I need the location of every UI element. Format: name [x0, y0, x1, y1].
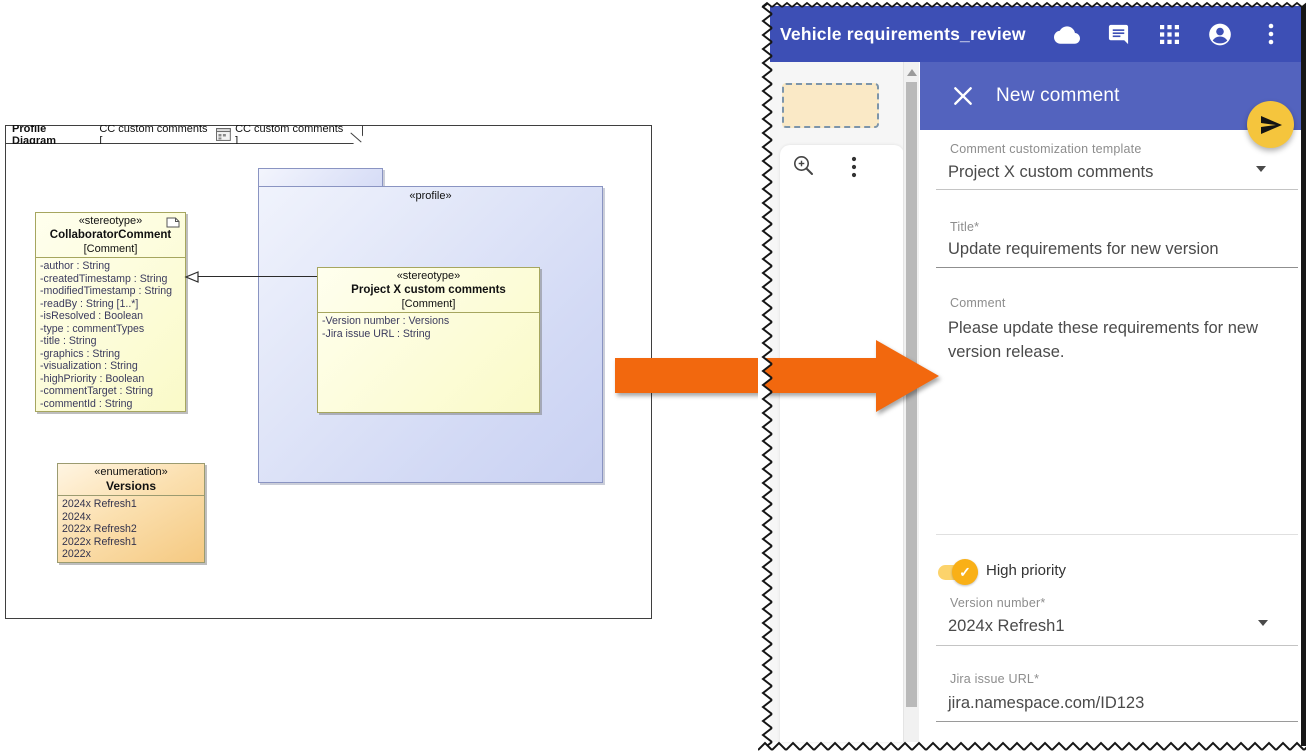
high-priority-label: High priority [986, 562, 1067, 579]
title-field-underline [936, 267, 1298, 268]
zoom-in-icon[interactable] [792, 154, 816, 178]
versions-literals: 2024x Refresh1 2024x 2022x Refresh2 2022… [58, 495, 204, 563]
attribute-row: -readBy : String [1..*] [40, 297, 139, 310]
profile-package: «profile» [258, 186, 603, 483]
metaclass-label: [Comment] [401, 298, 456, 310]
section-divider [936, 534, 1298, 535]
diagram-ref-label: CC custom comments ] [235, 122, 344, 147]
versions-header: «enumeration» Versions [58, 464, 204, 495]
literal-row: 2022x Refresh2 [62, 523, 137, 535]
project-x-class[interactable]: «stereotype» Project X custom comments [… [317, 267, 540, 413]
template-dropdown-caret-icon[interactable] [1256, 166, 1266, 172]
torn-edge-right [1301, 3, 1306, 746]
comment-field-label: Comment [950, 296, 1006, 310]
jira-field-underline [936, 721, 1298, 722]
app-bar-actions [1054, 6, 1284, 62]
stereotype-label: «stereotype» [396, 270, 461, 282]
diagram-icon [216, 128, 231, 141]
comment-field-value[interactable]: Please update these requirements for new… [948, 319, 1259, 361]
attribute-row: -title : String [40, 335, 97, 347]
diagram-context-label: CC custom comments [ [99, 122, 208, 147]
version-field-label: Version number* [950, 596, 1046, 610]
new-comment-panel [920, 130, 1306, 742]
note-icon [166, 217, 180, 228]
attribute-row: -modifiedTimestamp : String [40, 285, 173, 297]
app-bar: Vehicle requirements_review [770, 6, 1306, 62]
attribute-row: -Jira issue URL : String [322, 327, 431, 340]
enum-name: Versions [105, 479, 157, 493]
toggle-check-icon: ✓ [952, 559, 978, 585]
pointer-arrow [615, 340, 939, 412]
metaclass-label: [Comment] [83, 243, 138, 255]
project-title: Vehicle requirements_review [780, 23, 1026, 44]
collaborator-comment-header: «stereotype» CollaboratorComment [Commen… [36, 213, 185, 257]
account-icon[interactable] [1207, 21, 1233, 47]
project-x-header: «stereotype» Project X custom comments [… [318, 268, 539, 312]
attribute-row: -visualization : String [40, 360, 138, 372]
panel-title: New comment [996, 85, 1120, 106]
selected-element-placeholder[interactable] [782, 83, 879, 128]
class-name: CollaboratorComment [49, 229, 172, 241]
attribute-row: -type : commentTypes [40, 322, 145, 335]
class-name: Project X custom comments [351, 284, 506, 296]
attribute-row: -commentId : String [40, 397, 133, 410]
title-field-label: Title* [950, 220, 980, 234]
stereotype-label: «stereotype» [78, 215, 143, 227]
send-icon [1260, 115, 1282, 134]
versions-enumeration[interactable]: «enumeration» Versions 2024x Refresh1 20… [57, 463, 205, 563]
generalization-line [197, 276, 317, 278]
literal-row: 2022x Refresh1 [62, 535, 137, 548]
collaborator-comment-class[interactable]: «stereotype» CollaboratorComment [Commen… [35, 212, 186, 412]
stereotype-label: «enumeration» [94, 466, 168, 478]
diagram-title-tab: Profile Diagram CC custom comments [ CC … [5, 125, 363, 144]
jira-field-value[interactable]: jira.namespace.com/ID123 [948, 694, 1145, 712]
version-dropdown-caret-icon[interactable] [1258, 620, 1268, 626]
literal-row: 2024x Refresh1 [62, 498, 137, 510]
vertical-scrollbar[interactable] [903, 62, 919, 742]
send-comment-button[interactable] [1247, 101, 1294, 148]
generalization-arrowhead-icon [184, 271, 199, 283]
new-comment-header: New comment [920, 62, 1306, 130]
more-vertical-icon[interactable] [1258, 21, 1284, 47]
profile-stereotype-label: «profile» [409, 190, 452, 202]
cloud-upload-icon[interactable] [1054, 21, 1080, 47]
version-field-underline [936, 645, 1298, 646]
title-field-value[interactable]: Update requirements for new version [948, 240, 1219, 258]
literal-row: 2022x [62, 548, 91, 560]
attribute-row: -isResolved : Boolean [40, 310, 144, 322]
project-x-attributes: -Version number : Versions -Jira issue U… [318, 312, 539, 413]
kebab-menu-icon[interactable] [850, 155, 858, 179]
literal-row: 2024x [62, 510, 91, 523]
version-field-value[interactable]: 2024x Refresh1 [948, 617, 1065, 635]
template-field-label: Comment customization template [950, 142, 1142, 156]
jira-field-label: Jira issue URL* [950, 672, 1040, 686]
profile-package-tab [258, 168, 383, 187]
scrollbar-thumb[interactable] [906, 82, 917, 707]
close-icon[interactable] [952, 85, 974, 107]
collaborator-attributes: -author : String -createdTimestamp : Str… [36, 257, 185, 412]
attribute-row: -Version number : Versions [322, 315, 450, 327]
template-field-value[interactable]: Project X custom comments [948, 163, 1154, 181]
template-field-underline [936, 189, 1298, 190]
toolbar-card [780, 145, 904, 742]
attribute-row: -createdTimestamp : String [40, 272, 168, 285]
apps-grid-icon[interactable] [1156, 21, 1182, 47]
diagram-type-label: Profile Diagram [12, 122, 57, 147]
attribute-row: -highPriority : Boolean [40, 372, 145, 385]
comments-icon[interactable] [1105, 21, 1131, 47]
attribute-row: -commentTarget : String [40, 385, 154, 397]
scrollbar-up-arrow[interactable] [907, 69, 917, 76]
attribute-row: -author : String [40, 260, 111, 272]
attribute-row: -graphics : String [40, 347, 121, 360]
